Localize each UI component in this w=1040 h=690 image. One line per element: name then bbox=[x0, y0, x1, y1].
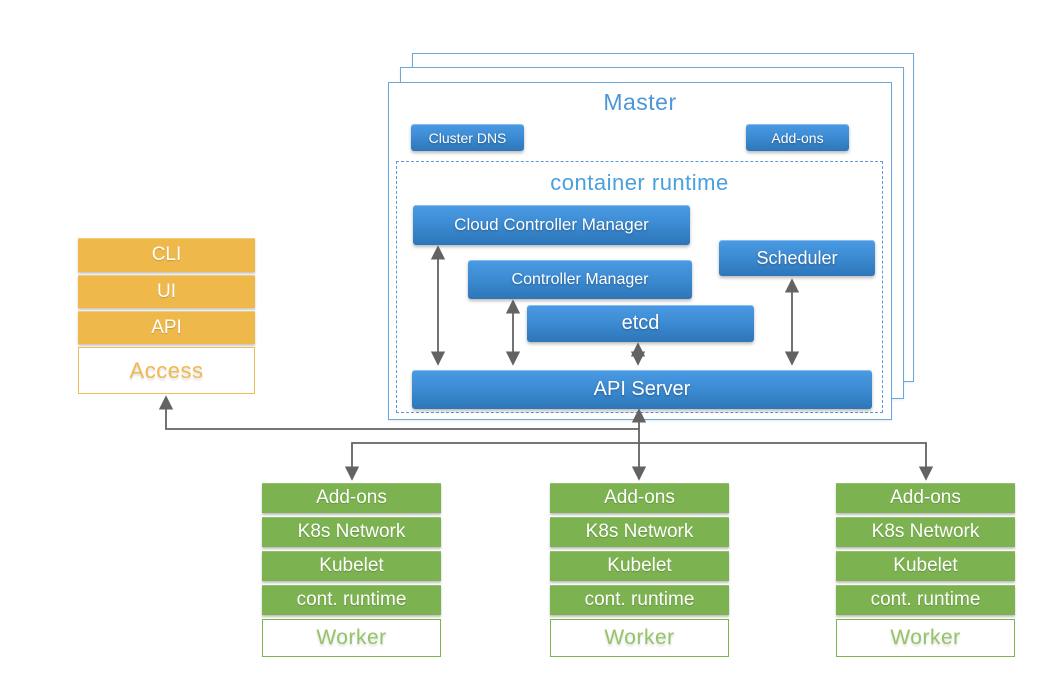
worker-stack-2: Add-ons K8s Network Kubelet cont. runtim… bbox=[550, 483, 729, 657]
controller-manager-label: Controller Manager bbox=[511, 270, 649, 288]
worker1-base-label: Worker bbox=[316, 626, 387, 649]
worker3-row-k8s-network: K8s Network bbox=[836, 517, 1015, 547]
cluster-dns-label: Cluster DNS bbox=[428, 129, 507, 146]
scheduler-label: Scheduler bbox=[756, 247, 838, 268]
worker3-row-kubelet: Kubelet bbox=[836, 551, 1015, 581]
worker1-addons-label: Add-ons bbox=[316, 487, 387, 508]
worker3-k8s-network-label: K8s Network bbox=[871, 521, 980, 542]
access-item-api: API bbox=[78, 311, 255, 344]
cloud-controller-manager-label: Cloud Controller Manager bbox=[454, 215, 649, 234]
worker1-row-addons: Add-ons bbox=[262, 483, 441, 513]
container-runtime-box: container runtime Cloud Controller Manag… bbox=[396, 161, 883, 413]
worker3-base-label: Worker bbox=[890, 626, 961, 649]
access-base-label: Access bbox=[129, 357, 204, 383]
cluster-dns-node: Cluster DNS bbox=[411, 124, 524, 151]
worker-stack-1: Add-ons K8s Network Kubelet cont. runtim… bbox=[262, 483, 441, 657]
access-item-cli: CLI bbox=[78, 238, 255, 272]
access-item-ui: UI bbox=[78, 275, 255, 308]
worker2-k8s-network-label: K8s Network bbox=[585, 521, 694, 542]
worker-stack-3: Add-ons K8s Network Kubelet cont. runtim… bbox=[836, 483, 1015, 657]
worker3-row-cont-runtime: cont. runtime bbox=[836, 585, 1015, 615]
master-addons-node: Add-ons bbox=[746, 124, 849, 151]
worker1-row-cont-runtime: cont. runtime bbox=[262, 585, 441, 615]
master-panel: Master Cluster DNS Add-ons container run… bbox=[388, 82, 892, 420]
container-runtime-title: container runtime bbox=[550, 170, 729, 195]
access-stack: CLI UI API Access bbox=[78, 238, 255, 394]
worker2-cont-runtime-label: cont. runtime bbox=[584, 589, 695, 610]
worker1-row-kubelet: Kubelet bbox=[262, 551, 441, 581]
worker3-kubelet-label: Kubelet bbox=[893, 555, 958, 576]
access-item-cli-label: CLI bbox=[151, 244, 182, 265]
controller-manager-node: Controller Manager bbox=[468, 260, 692, 299]
access-base: Access bbox=[78, 347, 255, 394]
worker3-row-addons: Add-ons bbox=[836, 483, 1015, 513]
worker1-k8s-network-label: K8s Network bbox=[297, 521, 406, 542]
worker1-kubelet-label: Kubelet bbox=[319, 555, 384, 576]
worker3-base: Worker bbox=[836, 619, 1015, 657]
api-server-node: API Server bbox=[412, 370, 872, 409]
scheduler-node: Scheduler bbox=[719, 240, 875, 276]
worker1-cont-runtime-label: cont. runtime bbox=[296, 589, 407, 610]
etcd-label: etcd bbox=[621, 312, 660, 334]
etcd-node: etcd bbox=[527, 305, 754, 342]
access-item-ui-label: UI bbox=[157, 280, 176, 302]
access-item-api-label: API bbox=[151, 316, 182, 338]
worker2-row-kubelet: Kubelet bbox=[550, 551, 729, 581]
worker3-cont-runtime-label: cont. runtime bbox=[870, 589, 981, 610]
cloud-controller-manager-node: Cloud Controller Manager bbox=[413, 205, 690, 245]
worker1-base: Worker bbox=[262, 619, 441, 657]
api-server-label: API Server bbox=[593, 378, 691, 400]
master-addons-label: Add-ons bbox=[771, 129, 824, 146]
worker2-base-label: Worker bbox=[604, 626, 675, 649]
worker2-row-addons: Add-ons bbox=[550, 483, 729, 513]
worker2-kubelet-label: Kubelet bbox=[607, 555, 672, 576]
worker2-base: Worker bbox=[550, 619, 729, 657]
worker2-row-cont-runtime: cont. runtime bbox=[550, 585, 729, 615]
worker2-row-k8s-network: K8s Network bbox=[550, 517, 729, 547]
worker2-addons-label: Add-ons bbox=[604, 487, 675, 508]
worker1-row-k8s-network: K8s Network bbox=[262, 517, 441, 547]
master-title: Master bbox=[603, 89, 677, 115]
worker3-addons-label: Add-ons bbox=[890, 487, 961, 508]
